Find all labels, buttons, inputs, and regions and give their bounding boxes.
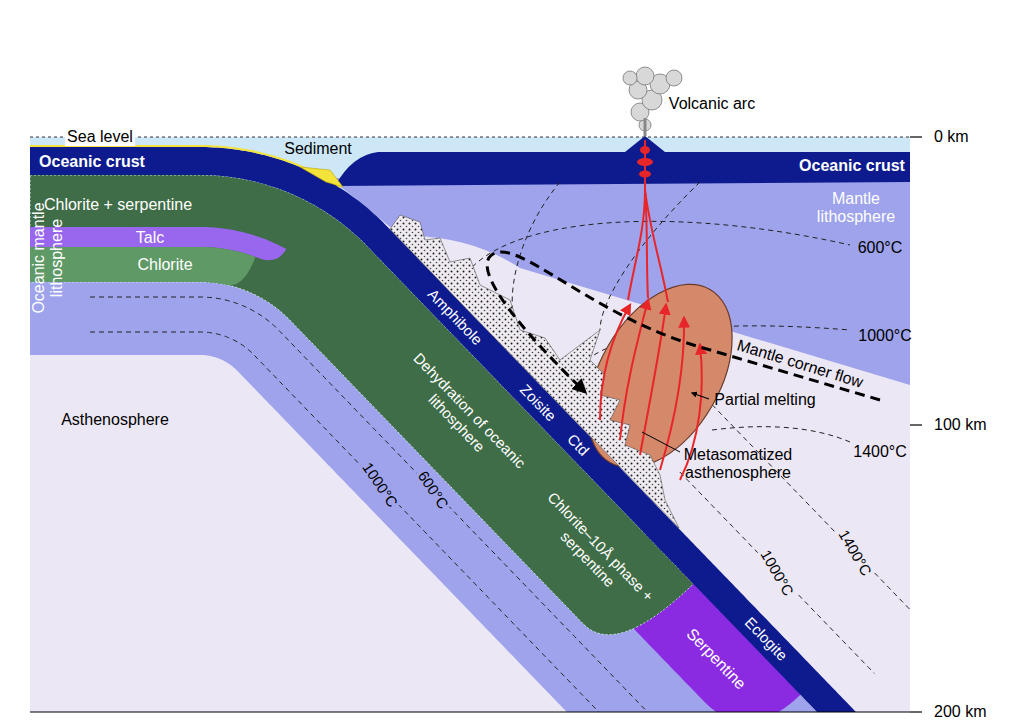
isotherm-line <box>90 332 894 712</box>
region-label: Mantle lithosphere <box>806 190 906 226</box>
depth-ticks <box>910 137 922 712</box>
magma-chamber <box>637 146 653 178</box>
region-label: Oceanic mantle lithosphere <box>30 193 66 323</box>
region-label: Sea level <box>65 128 135 146</box>
isotherm-line <box>675 366 910 668</box>
region-label: Talc <box>136 229 164 247</box>
region-label: 1400°C <box>853 443 907 461</box>
region-label: Asthenosphere <box>61 411 169 429</box>
corner-flow-line <box>487 252 880 400</box>
dehydration-band <box>30 175 693 635</box>
sea-level-line <box>30 137 910 138</box>
isotherm-line <box>512 182 560 340</box>
region-label: Oceanic crust <box>39 153 145 171</box>
vent-column <box>644 118 647 136</box>
leader-line <box>692 393 709 399</box>
region-label: Volcanic arc <box>669 95 755 113</box>
region-label: 0 km <box>934 128 969 146</box>
region-label: Sediment <box>284 140 352 158</box>
isotherm-line <box>712 427 850 442</box>
overriding-oceanic-crust <box>335 136 910 186</box>
leader-line <box>642 432 680 452</box>
region-label: 1000°C <box>858 327 912 345</box>
sediment-wedge <box>300 167 343 187</box>
magma-conduit <box>628 140 668 302</box>
region-label: Partial melting <box>714 391 815 409</box>
base-line <box>30 712 910 713</box>
region-label: 100 km <box>934 416 986 434</box>
region-label: Metasomatized asthenosphere <box>673 446 803 482</box>
slab-oceanic-crust <box>30 147 910 712</box>
region-label: 200 km <box>934 703 986 721</box>
region-label: Chlorite <box>137 256 192 274</box>
subducting-slab <box>30 146 910 712</box>
region-label: Oceanic crust <box>799 157 905 175</box>
region-label: 600°C <box>858 239 903 257</box>
asthenosphere-ground <box>30 137 910 712</box>
region-label: Chlorite + serpentine <box>43 196 193 214</box>
